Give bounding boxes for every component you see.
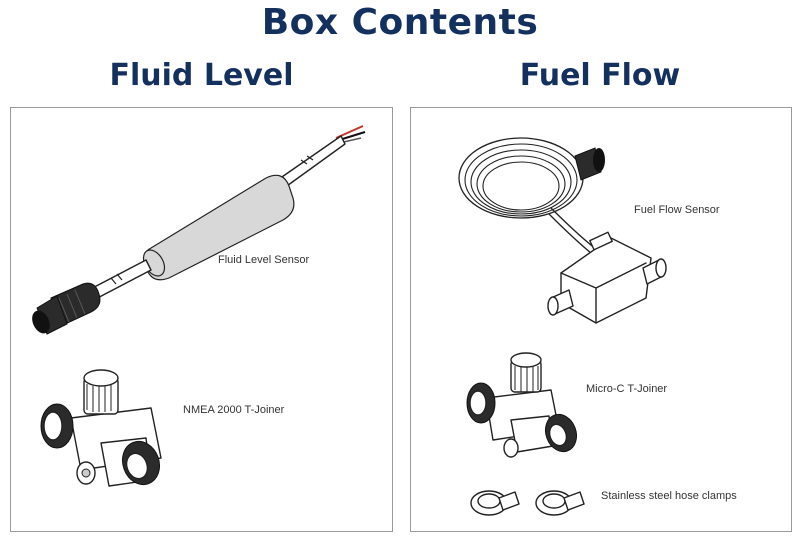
fluid-level-heading: Fluid Level: [109, 58, 294, 93]
fuel-flow-sensor-label: Fuel Flow Sensor: [634, 204, 720, 216]
fuel-flow-heading: Fuel Flow: [519, 58, 681, 93]
page-title: Box Contents: [261, 2, 539, 43]
fuel-flow-sensor-illustration: [458, 137, 667, 516]
hose-clamps-label: Stainless steel hose clamps: [601, 490, 737, 502]
micro-c-t-joiner-label: Micro-C T-Joiner: [586, 383, 668, 395]
fluid-level-sensor-illustration: [32, 125, 366, 487]
fluid-level-panel: Fluid Level Sensor NMEA 2000 T-Joiner: [10, 107, 393, 532]
fluid-level-sensor-label: Fluid Level Sensor: [218, 254, 310, 266]
fuel-flow-panel: Fuel Flow Sensor Micro-C T-Joiner Stainl…: [410, 107, 792, 532]
nmea-t-joiner-illustration: [40, 369, 162, 487]
micro-c-t-joiner-illustration: [466, 352, 578, 458]
nmea-t-joiner-label: NMEA 2000 T-Joiner: [183, 404, 285, 416]
hose-clamps-illustration: [470, 490, 585, 516]
